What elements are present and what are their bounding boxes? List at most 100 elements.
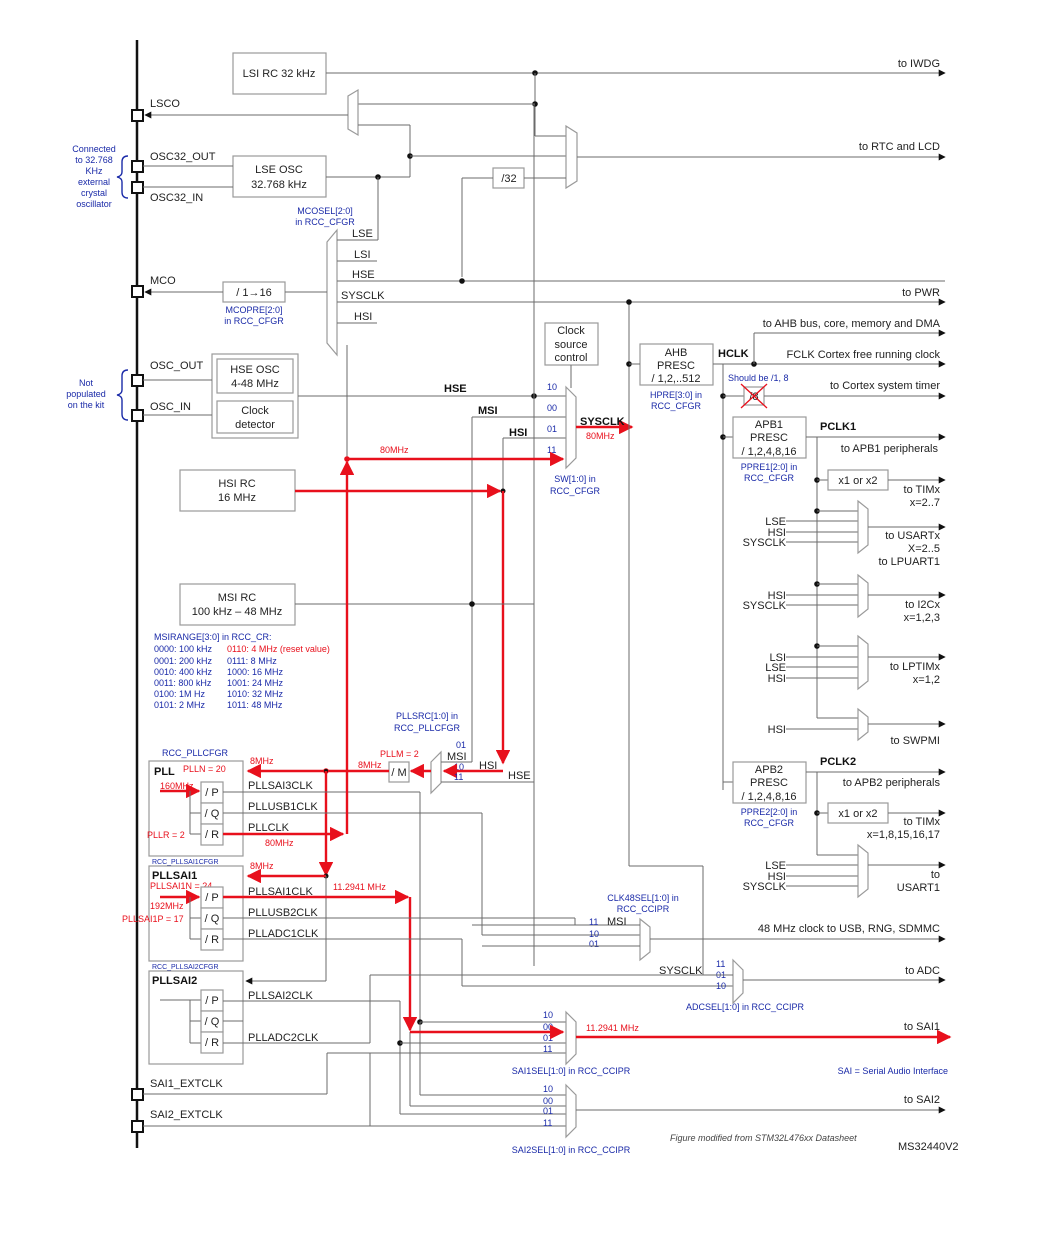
pllsrc-code-11: 11 [454,772,463,782]
reg-ppre2-2: RCC_CFGR [744,818,795,828]
clock-detector-label: Clock [241,405,269,417]
msirange-row: 0011: 800 kHz [154,678,212,688]
usart1-in-sysclk: SYSCLK [743,881,787,893]
ahb-label-2: PRESC [657,360,695,372]
apb1-label-2: PRESC [750,432,788,444]
svg-text:Not: Not [79,378,94,388]
lptim-in-lse: LSE [765,662,786,674]
output-tim-apb2: to TIMx [904,816,941,828]
tim-mult1-label: x1 or x2 [838,475,877,487]
swpmi-in-hsi: HSI [768,724,786,736]
reg-hpre: HPRE[3:0] in [650,390,702,400]
sig-hclk: HCLK [718,348,749,360]
pllsai1-div-p-label: / P [205,892,218,904]
ann-pllclk-80mhz: 80MHz [265,838,294,848]
msirange-row: 0000: 100 kHz [154,644,213,654]
output-apb2: to APB2 peripherals [843,777,941,789]
reg-mcopre-2: in RCC_CFGR [224,316,284,326]
msi-rc-label: MSI RC [218,592,257,604]
reg-mcosel: MCOSEL[2:0] [297,206,353,216]
svg-text:to 32.768: to 32.768 [75,155,113,165]
svg-text:oscillator: oscillator [76,199,112,209]
pllsrc-in-msi: MSI [447,751,467,763]
sig-pclk2: PCLK2 [820,756,856,768]
output-systimer: to Cortex system timer [830,380,940,392]
output-fclk: FCLK Cortex free running clock [787,349,941,361]
ann-pllr: PLLR = 2 [147,830,185,840]
output-sai2: to SAI2 [904,1094,940,1106]
msirange-row: 1011: 48 MHz [227,700,283,710]
clk48-in-msi: MSI [607,916,627,928]
msirange-row: 1000: 16 MHz [227,667,284,677]
div32-label: /32 [501,173,516,185]
rtc-mux [565,124,578,190]
ann-vco-sai1: 192MHz [150,901,184,911]
csc-label-1: Clock [557,325,585,337]
lse-osc-block [232,155,327,198]
ahb-presc-block [639,343,714,386]
sai2-code-10: 10 [543,1084,553,1094]
msirange-title: MSIRANGE[3:0] in RCC_CR: [154,632,272,642]
ann-pllsai1-in: 8MHz [250,861,274,871]
ann-pllsai1p: PLLSAI1P = 17 [122,914,184,924]
usart-mux [857,499,869,555]
sai2-mux [565,1083,577,1139]
output-usb48: 48 MHz clock to USB, RNG, SDMMC [758,923,940,935]
i2c-mux [857,573,869,619]
pin-label-sai1-extclk: SAI1_EXTCLK [150,1078,223,1090]
pllsai2-block [148,970,244,1065]
msirange-row: 1001: 24 MHz [227,678,284,688]
ann-vco-pll: 160MHz [160,781,194,791]
lptim-in-lsi: LSI [769,652,786,664]
swpmi-mux [857,707,869,742]
sw-code-11: 11 [547,445,556,455]
output-ahb: to AHB bus, core, memory and DMA [763,318,941,330]
svg-text:populated: populated [66,389,106,399]
sig-pllusb2clk: PLLUSB2CLK [248,907,318,919]
pllsai2-title: PLLSAI2 [152,975,197,987]
pll-block [148,760,244,857]
pin-mco [131,285,144,298]
apb1-presc-block [732,416,807,459]
tim-mult2-label: x1 or x2 [838,808,877,820]
sig-pllsai1clk: PLLSAI1CLK [248,886,313,898]
pin-label-lsco: LSCO [150,98,180,110]
usart1-in-lse: LSE [765,860,786,872]
msi-rc-freq: 100 kHz – 48 MHz [192,606,282,618]
reg-pllcfgr: RCC_PLLCFGR [162,748,229,758]
pin-label-osc-out: OSC_OUT [150,360,203,372]
hse-osc-freq: 4-48 MHz [231,378,279,390]
mco-in-hsi: HSI [354,311,372,323]
output-pwr: to PWR [902,287,940,299]
mco-in-lse: LSE [352,228,373,240]
pllsai1-title: PLLSAI1 [152,870,197,882]
output-usart-x: X=2..5 [908,543,940,555]
sysclk-mux [565,385,577,470]
sig-msi: MSI [478,405,498,417]
msirange-row: 1010: 32 MHz [227,689,284,699]
ann-sai1-freq: 11.2941 MHz [333,882,386,892]
sig-pclk1: PCLK1 [820,421,856,433]
mco-mux [326,228,338,357]
brace-lse-icon [116,155,129,199]
ann-sai1-out-freq: 11.2941 MHz [586,1023,639,1033]
reg-ppre1: PPRE1[2:0] in [741,462,798,472]
pllsrc-in-hse: HSE [508,770,531,782]
systick-div-label: /8 [749,391,758,403]
apb2-label-2: PRESC [750,777,788,789]
clk48-code-11: 11 [589,917,598,927]
mco-in-lsi: LSI [354,249,371,261]
sai1-mux [565,1010,577,1066]
output-usart1: to [931,869,940,881]
output-tim-apb1: to TIMx [904,484,941,496]
strikeout-icon [740,383,768,409]
msirange-row-reset: 0110: 4 MHz (reset value) [227,644,330,654]
pllsrc-mux [430,750,442,795]
adc-mux [732,958,744,1005]
note-systick-fix: Should be /1, 8 [728,373,789,383]
pin-sai2-extclk [131,1120,144,1133]
sig-plladc1clk: PLLADC1CLK [248,928,319,940]
brace-hse-icon [116,369,129,421]
output-usart: to USARTx [885,530,940,542]
